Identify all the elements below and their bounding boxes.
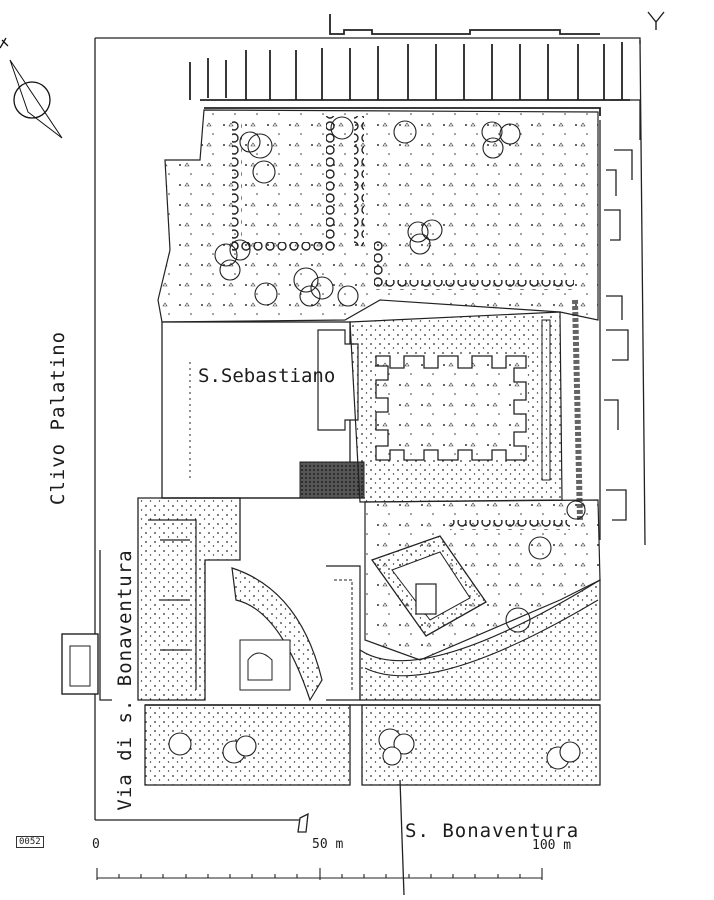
scale-tick-label: 0 bbox=[92, 837, 100, 852]
pavilion-square bbox=[370, 535, 487, 637]
scale-bar bbox=[96, 868, 543, 880]
scale-tick-label: 100 m bbox=[532, 838, 572, 853]
east-wall-fragments bbox=[599, 99, 641, 540]
west-entrance-block bbox=[61, 497, 241, 701]
scale-tick-label: 50 m bbox=[312, 837, 344, 852]
church-label-bonaventura: S. Bonaventura bbox=[405, 820, 580, 842]
south-terrace-band bbox=[359, 578, 601, 701]
compass-needle-icon bbox=[0, 37, 63, 139]
curved-terrace bbox=[231, 565, 361, 702]
figure-tag: 0052 bbox=[16, 836, 44, 848]
lower-gardens bbox=[144, 704, 601, 786]
survey-mark-icon bbox=[647, 11, 665, 30]
street-label-clivo-palatino: Clivo Palatino bbox=[47, 330, 69, 506]
north-wall-stubs bbox=[189, 14, 630, 116]
church-label-sebastiano: S.Sebastiano bbox=[198, 365, 336, 387]
upper-garden bbox=[157, 109, 599, 323]
street-label-via-bonaventura: Via di s. Bonaventura bbox=[114, 549, 136, 811]
church-sebastiano-block bbox=[161, 321, 365, 499]
cloister bbox=[349, 311, 563, 503]
